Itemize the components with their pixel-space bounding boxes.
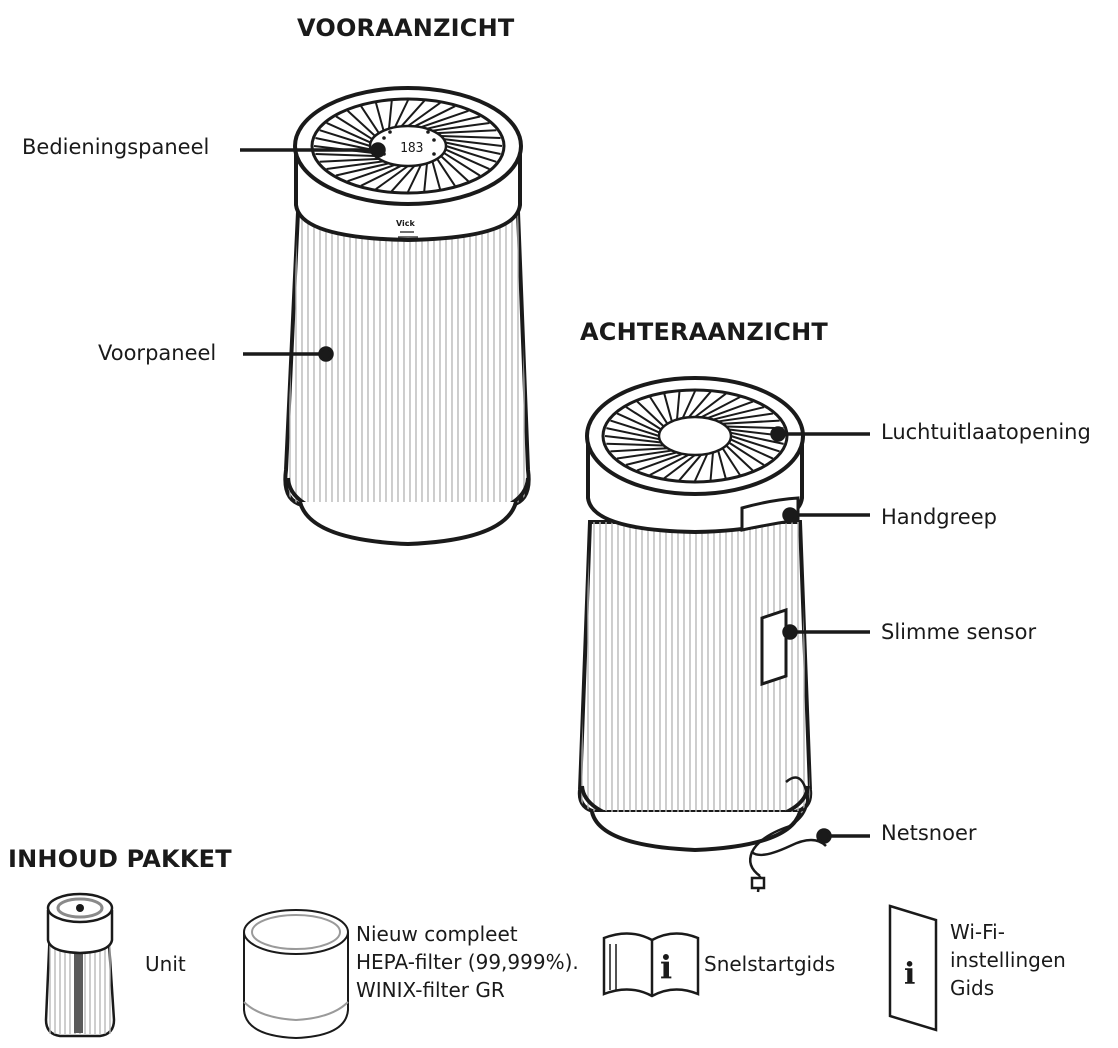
label-handle: Handgreep xyxy=(881,505,997,529)
package-title: INHOUD PAKKET xyxy=(8,845,232,873)
front-purifier-illustration: 183 Vick xyxy=(283,86,531,547)
callout-leaders xyxy=(240,142,870,844)
label-front-panel: Voorpaneel xyxy=(98,341,217,365)
power-cord xyxy=(749,776,827,893)
air-outlet-center xyxy=(657,415,733,457)
back-view-title: ACHTERAANZICHT xyxy=(580,318,828,346)
label-control-panel: Bedieningspaneel xyxy=(22,135,210,159)
purifier-unit-icon xyxy=(44,892,116,1038)
control-panel xyxy=(368,124,448,168)
open-book-info-icon: i xyxy=(602,932,700,998)
filter-cylinder-icon xyxy=(243,909,349,1040)
smart-sensor xyxy=(760,607,788,687)
back-purifier-illustration xyxy=(577,376,827,893)
front-fan-vanes xyxy=(313,99,503,193)
package-item-filter-label: Nieuw compleet HEPA-filter (99,999%). WI… xyxy=(356,922,579,1002)
package-item-quickstart-label: Snelstartgids xyxy=(704,952,836,976)
label-smart-sensor: Slimme sensor xyxy=(881,620,1037,644)
package-item-unit-label: Unit xyxy=(145,952,186,976)
label-air-outlet: Luchtuitlaatopening xyxy=(881,420,1091,444)
package-item-wifi-guide-label: Wi-Fi- instellingen Gids xyxy=(950,920,1066,1000)
info-sheet-icon: i xyxy=(888,904,938,1032)
front-panel-grille xyxy=(289,212,525,505)
front-view-title: VOORAANZICHT xyxy=(297,14,515,42)
svg-text:i: i xyxy=(904,957,915,992)
handle xyxy=(740,496,800,532)
brand-logo: Vick xyxy=(396,219,416,228)
label-power-cord: Netsnoer xyxy=(881,821,977,845)
svg-text:i: i xyxy=(660,948,672,986)
air-outlet-vanes xyxy=(604,390,786,482)
control-panel-display: 183 xyxy=(400,141,423,156)
